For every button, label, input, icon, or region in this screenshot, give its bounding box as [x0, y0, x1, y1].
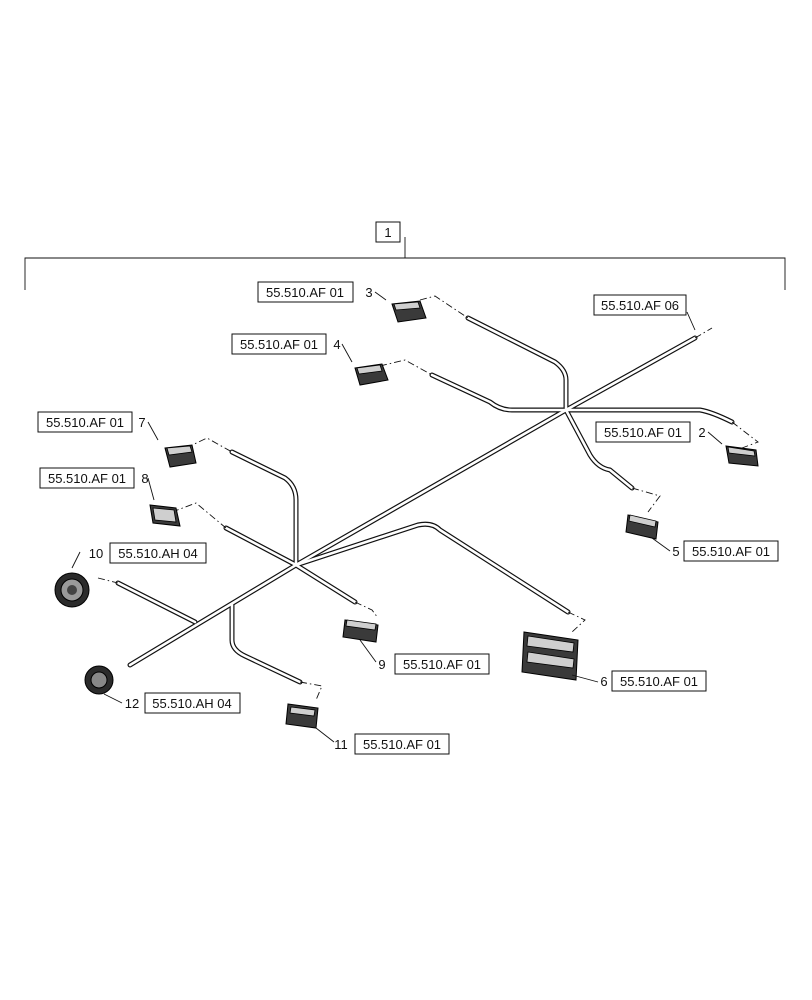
callout-5: 55.510.AF 01 5: [672, 540, 779, 562]
ref-label: 55.510.AH 04: [152, 696, 232, 711]
ref-label: 55.510.AH 04: [118, 546, 198, 561]
wire-core: [294, 522, 570, 614]
item-number: 3: [365, 285, 372, 300]
connectors: [54, 300, 759, 729]
item-number: 4: [333, 337, 340, 352]
connector-3-icon: [391, 300, 427, 323]
wire-core: [564, 408, 634, 490]
item-number: 9: [378, 657, 385, 672]
wire-outline: [429, 372, 569, 413]
ref-label: 55.510.AF 01: [604, 425, 682, 440]
wire-core: [224, 526, 298, 567]
callout-9: 55.510.AF 01 9: [378, 653, 490, 675]
callout-harness-ref: 55.510.AF 06: [593, 294, 687, 316]
connection-lines: [97, 295, 759, 701]
wire-core: [128, 563, 298, 667]
callout-8: 55.510.AF 01 8: [39, 467, 149, 489]
ref-label: 55.510.AF 01: [266, 285, 344, 300]
item-number: 12: [125, 696, 139, 711]
wire-outline: [293, 521, 571, 615]
callout-12: 55.510.AH 04 12: [125, 692, 241, 714]
item-number: 10: [89, 546, 103, 561]
connector-6-icon: [521, 631, 579, 681]
ref-label: 55.510.AF 01: [46, 415, 124, 430]
item-number: 11: [334, 737, 348, 752]
wire-core: [564, 336, 697, 412]
item-number: 6: [600, 674, 607, 689]
item-number: 2: [698, 425, 705, 440]
harness-wires: [115, 315, 735, 685]
wire-outline: [465, 315, 569, 411]
wire-core: [294, 563, 357, 604]
round-connector-12-icon: [84, 665, 114, 695]
connector-2-icon: [725, 445, 759, 467]
wire-core: [430, 373, 568, 412]
connector-8-icon: [149, 504, 181, 527]
callout-6: 55.510.AF 01 6: [600, 670, 707, 692]
callout-11: 55.510.AF 01 11: [334, 733, 450, 755]
connector-9-icon: [342, 619, 379, 643]
wire-core: [230, 450, 298, 567]
callout-3: 55.510.AF 01 3: [257, 281, 373, 303]
wire-core: [564, 408, 734, 424]
leader-lines: [71, 291, 723, 743]
connector-4-icon: [354, 363, 389, 386]
wire-core: [294, 408, 568, 567]
ref-label: 55.510.AF 01: [403, 657, 481, 672]
assembly-bracket: 1: [24, 221, 786, 290]
assembly-item-number: 1: [384, 225, 391, 240]
wire-core: [466, 316, 568, 410]
item-number: 5: [672, 544, 679, 559]
wire-core: [116, 581, 197, 624]
connector-5-icon: [625, 514, 659, 540]
round-connector-10-icon: [54, 572, 90, 608]
callout-2: 55.510.AF 01 2: [595, 421, 706, 443]
ref-label: 55.510.AF 01: [620, 674, 698, 689]
item-number: 8: [141, 471, 148, 486]
connector-11-icon: [285, 703, 319, 729]
ref-label: 55.510.AF 01: [692, 544, 770, 559]
wire-outline: [229, 602, 303, 685]
ref-label: 55.510.AF 01: [48, 471, 126, 486]
wire-core: [230, 603, 302, 684]
callout-7: 55.510.AF 01 7: [37, 411, 146, 433]
callout-4: 55.510.AF 01 4: [231, 333, 341, 355]
ref-label: 55.510.AF 01: [363, 737, 441, 752]
connector-7-icon: [164, 444, 197, 468]
ref-label: 55.510.AF 06: [601, 298, 679, 313]
item-number: 7: [138, 415, 145, 430]
callout-10: 55.510.AH 04 10: [89, 542, 207, 564]
ref-label: 55.510.AF 01: [240, 337, 318, 352]
